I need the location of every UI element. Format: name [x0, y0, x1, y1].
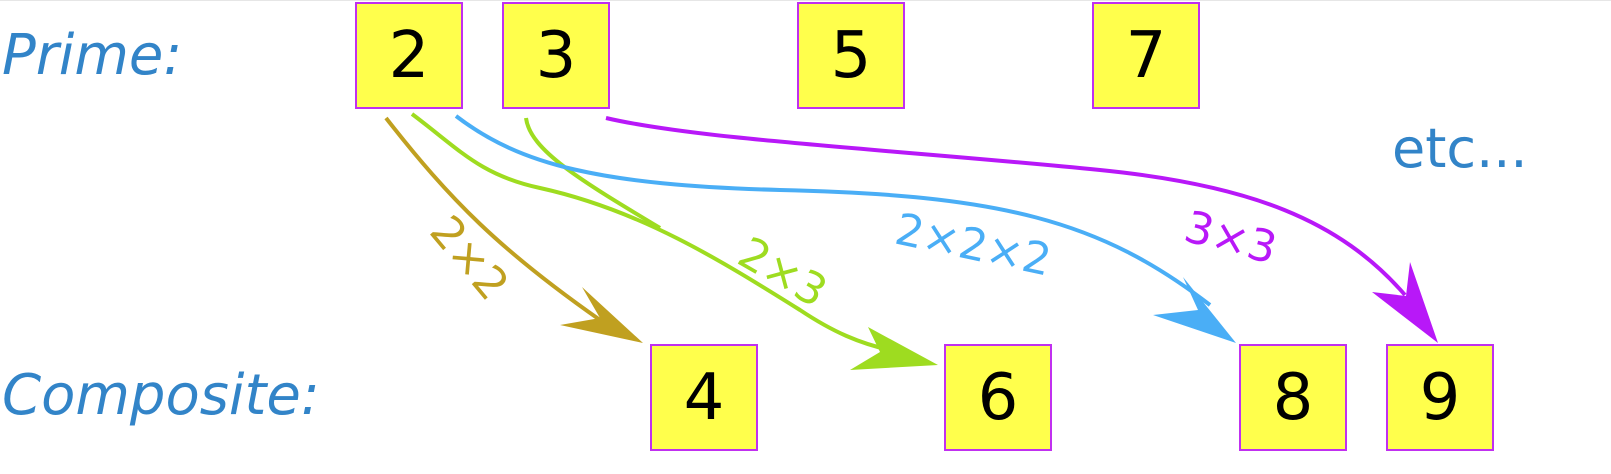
prime-box-7: 7: [1092, 2, 1200, 109]
arrow-label: 3×3: [1179, 201, 1282, 274]
arrow-2-to-6: 2×3: [410, 112, 938, 370]
composite-row-label: Composite:: [2, 363, 320, 428]
arrow-2-to-8: 2×2×2: [454, 114, 1236, 343]
arrowhead-icon: [850, 327, 938, 370]
composite-box-8: 8: [1239, 344, 1347, 451]
prime-value: 7: [1125, 18, 1167, 93]
etc-label: etc...: [1392, 117, 1528, 180]
arrowhead-icon: [560, 287, 643, 343]
composite-box-9: 9: [1386, 344, 1494, 451]
prime-box-5: 5: [797, 2, 905, 109]
arrowhead-icon: [1372, 262, 1438, 343]
composite-value: 4: [683, 360, 725, 435]
prime-box-2: 2: [355, 2, 463, 109]
prime-box-3: 3: [502, 2, 610, 109]
composite-box-4: 4: [650, 344, 758, 451]
arrow-label: 2×3: [730, 227, 836, 318]
prime-value: 3: [535, 18, 577, 93]
composite-value: 9: [1419, 360, 1461, 435]
top-border: [0, 0, 1611, 1]
arrowhead-icon: [1153, 277, 1236, 343]
prime-value: 2: [388, 18, 430, 93]
prime-value: 5: [830, 18, 872, 93]
composite-box-6: 6: [944, 344, 1052, 451]
arrow-label: 2×2: [420, 206, 519, 310]
composite-value: 6: [977, 360, 1019, 435]
composite-value: 8: [1272, 360, 1314, 435]
prime-row-label: Prime:: [2, 23, 183, 88]
